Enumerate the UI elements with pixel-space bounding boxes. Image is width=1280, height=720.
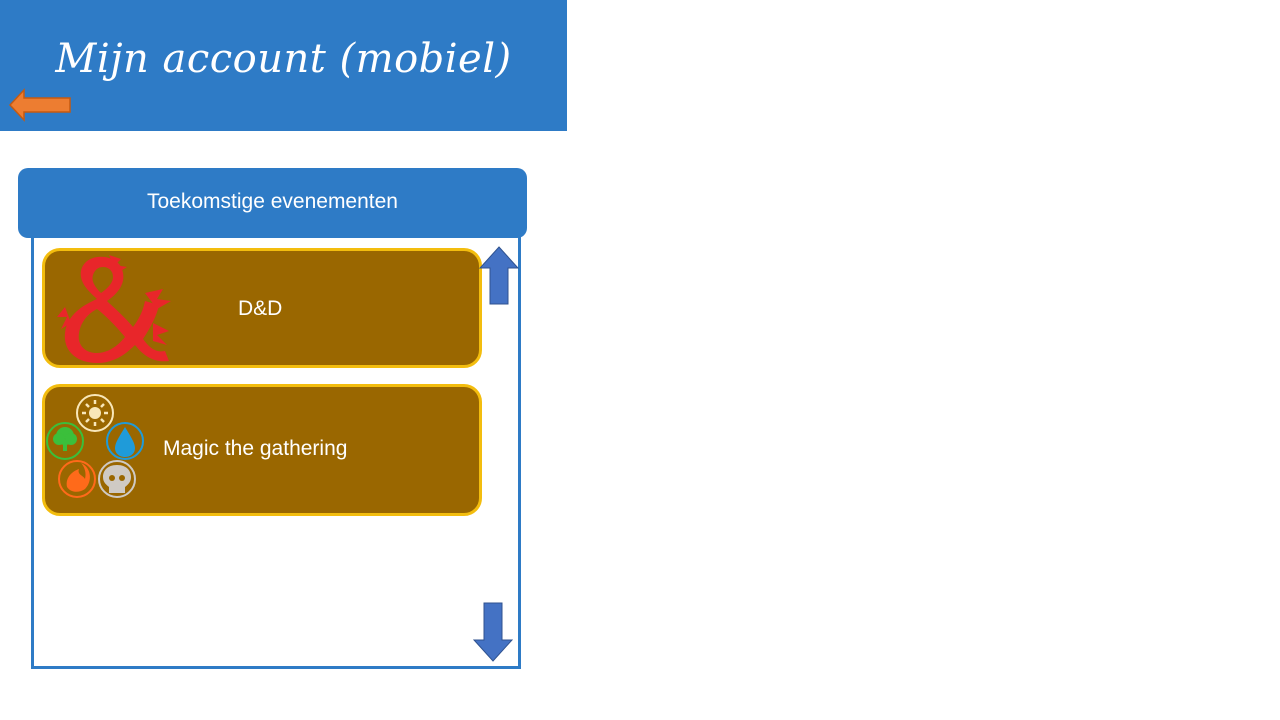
app-header: Mijn account (mobiel): [0, 0, 567, 131]
section-title: Toekomstige evenementen: [147, 190, 398, 213]
section-header-upcoming-events: Toekomstige evenementen: [18, 168, 527, 238]
dnd-ampersand-dragon-icon: [57, 255, 171, 363]
arrow-down-icon: [473, 602, 513, 662]
scroll-up-button[interactable]: [479, 246, 519, 306]
back-button[interactable]: [8, 88, 72, 122]
event-label: Magic the gathering: [163, 437, 348, 460]
mana-white-icon: [76, 394, 114, 432]
scroll-down-button[interactable]: [473, 602, 513, 662]
mana-blue-icon: [106, 422, 144, 460]
event-card-mtg[interactable]: Magic the gathering: [42, 384, 482, 516]
mana-black-icon: [98, 460, 136, 498]
mana-green-icon: [46, 422, 84, 460]
page-title: Mijn account (mobiel): [55, 36, 512, 82]
mana-red-icon: [58, 460, 96, 498]
event-card-dnd[interactable]: D&D: [42, 248, 482, 368]
arrow-left-icon: [8, 88, 71, 122]
arrow-up-icon: [479, 246, 519, 305]
mtg-five-mana-symbols-icon: [46, 394, 144, 498]
event-label: D&D: [238, 297, 283, 320]
